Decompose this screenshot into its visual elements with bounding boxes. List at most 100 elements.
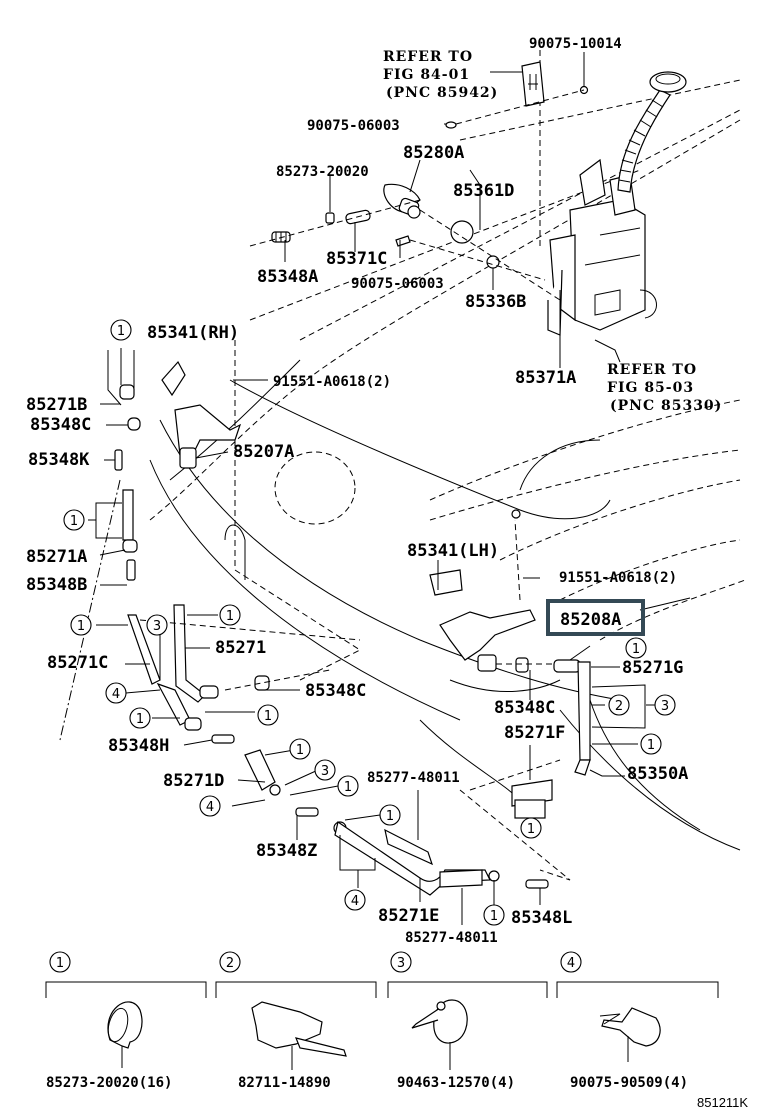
part-label-85348L[interactable]: 85348L <box>511 908 572 928</box>
hose-clamp-icon <box>107 1001 143 1049</box>
legend-part-label[interactable]: 90075-90509(4) <box>570 1075 688 1091</box>
callout-1: 1 <box>483 904 505 926</box>
part-label-85348C-rh[interactable]: 85348C <box>30 415 91 435</box>
part-label-85277-48011-bottom[interactable]: 85277-48011 <box>405 930 498 946</box>
callout-1: 1 <box>257 704 279 726</box>
part-label-85208A[interactable]: 85208A <box>560 610 621 630</box>
part-label-85371A[interactable]: 85371A <box>515 368 576 388</box>
callout-circle <box>289 738 311 760</box>
callout-number: 3 <box>321 764 329 779</box>
hose-clip-icon <box>251 1001 323 1049</box>
callout-number: 3 <box>661 699 669 714</box>
callout-3: 3 <box>146 614 168 636</box>
callout-number: 1 <box>490 909 498 924</box>
part-label-85350A[interactable]: 85350A <box>627 764 688 784</box>
part-label-85348K[interactable]: 85348K <box>28 450 90 470</box>
refer-note-line: (PNC 85942) <box>386 85 498 101</box>
callout-1: 1 <box>70 614 92 636</box>
legend-item-2: 82711-14890 <box>215 981 377 1091</box>
callout-circle <box>219 951 241 973</box>
callout-circle <box>654 694 676 716</box>
part-label-91551-a0618-lh[interactable]: 91551-A0618(2) <box>559 570 677 586</box>
refer-note-line: FIG 84-01 <box>383 67 470 83</box>
callout-circle <box>608 694 630 716</box>
part-label-85271E[interactable]: 85271E <box>378 906 439 926</box>
part-label-85336B[interactable]: 85336B <box>465 292 526 312</box>
part-label-85348B[interactable]: 85348B <box>26 575 87 595</box>
callout-number: 1 <box>632 642 640 657</box>
callout-number: 3 <box>397 956 405 971</box>
part-label-85271G[interactable]: 85271G <box>622 658 683 678</box>
callout-number: 1 <box>136 712 144 727</box>
washer-tank <box>547 71 687 336</box>
part-label-90075-06003[interactable]: 90075-06003 <box>307 118 400 134</box>
callout-circle <box>337 775 359 797</box>
callout-circle <box>520 817 542 839</box>
legend-item-4: 90075-90509(4) <box>556 981 719 1091</box>
part-label-85271B[interactable]: 85271B <box>26 395 87 415</box>
callout-circle <box>146 614 168 636</box>
legend-part-label[interactable]: 85273-20020(16) <box>46 1075 172 1091</box>
part-label-85271C[interactable]: 85271C <box>47 653 108 673</box>
part-label-85348C-lh[interactable]: 85348C <box>494 698 555 718</box>
callout-1: 1 <box>337 775 359 797</box>
legend-part-label[interactable]: 90463-12570(4) <box>397 1075 515 1091</box>
part-label-85361D[interactable]: 85361D <box>453 181 514 201</box>
part-label-90075-06003-b[interactable]: 90075-06003 <box>351 276 444 292</box>
part-label-85280A[interactable]: 85280A <box>403 143 464 163</box>
callout-1: 1 <box>219 604 241 626</box>
part-label-85271F[interactable]: 85271F <box>504 723 565 743</box>
part-label-85348C-center[interactable]: 85348C <box>305 681 366 701</box>
part-label-85341-lh[interactable]: 85341(LH) <box>407 541 499 561</box>
part-label-85371C[interactable]: 85371C <box>326 249 387 269</box>
callout-circle <box>640 733 662 755</box>
filler-neck-ribs <box>618 99 664 183</box>
legend-part-label[interactable]: 82711-14890 <box>238 1075 331 1091</box>
relay-bracket <box>444 61 589 129</box>
callout-1: 1 <box>520 817 542 839</box>
part-labels: 90075-10014 90075-06003 85280A 85273-200… <box>26 36 688 946</box>
callout-1: 1 <box>289 738 311 760</box>
part-label-85348Z[interactable]: 85348Z <box>256 841 317 861</box>
callout-number: 1 <box>386 809 394 824</box>
callout-circle <box>70 614 92 636</box>
part-label-85271D[interactable]: 85271D <box>163 771 224 791</box>
highlighted-part-85208A[interactable]: 85208A <box>546 599 645 636</box>
vehicle-body-outline <box>59 40 746 881</box>
callout-circle <box>379 804 401 826</box>
callout-number: 1 <box>264 709 272 724</box>
callout-number: 4 <box>206 800 214 815</box>
part-label-85348H[interactable]: 85348H <box>108 736 169 756</box>
part-label-91551-a0618-rh[interactable]: 91551-A0618(2) <box>273 374 391 390</box>
part-label-85341-rh[interactable]: 85341(RH) <box>147 323 239 343</box>
callout-circle <box>63 509 85 531</box>
callout-number: 1 <box>226 609 234 624</box>
callout-circle <box>105 682 127 704</box>
callout-circle <box>625 637 647 659</box>
callout-2: 2 <box>608 694 630 716</box>
part-label-85277-48011-top[interactable]: 85277-48011 <box>367 770 460 786</box>
callout-circle <box>314 759 336 781</box>
callout-1: 1 <box>63 509 85 531</box>
callout-number: 1 <box>527 822 535 837</box>
leader-lines <box>88 52 691 925</box>
part-label-90075-10014[interactable]: 90075-10014 <box>529 36 622 52</box>
part-label-85271[interactable]: 85271 <box>215 638 266 658</box>
callout-circle <box>219 604 241 626</box>
part-label-85207A[interactable]: 85207A <box>233 442 294 462</box>
part-label-85271A[interactable]: 85271A <box>26 547 87 567</box>
callout-1: 1 <box>625 637 647 659</box>
callout-circle <box>257 704 279 726</box>
callout-number: 1 <box>70 514 78 529</box>
part-label-85348A[interactable]: 85348A <box>257 267 318 287</box>
callout-4: 4 <box>560 951 582 973</box>
callout-1: 1 <box>379 804 401 826</box>
callout-1: 1 <box>49 951 71 973</box>
refer-note-right: REFER TO FIG 85-03 (PNC 85330) <box>607 362 721 414</box>
clip-icon <box>601 1007 661 1047</box>
part-label-85273-20020[interactable]: 85273-20020 <box>276 164 369 180</box>
legend-item-3: 90463-12570(4) <box>387 981 548 1091</box>
refer-note-line: REFER TO <box>607 362 697 378</box>
callout-3: 3 <box>654 694 676 716</box>
legend: 85273-20020(16) 82711-14890 90463-12570(… <box>45 981 719 1091</box>
